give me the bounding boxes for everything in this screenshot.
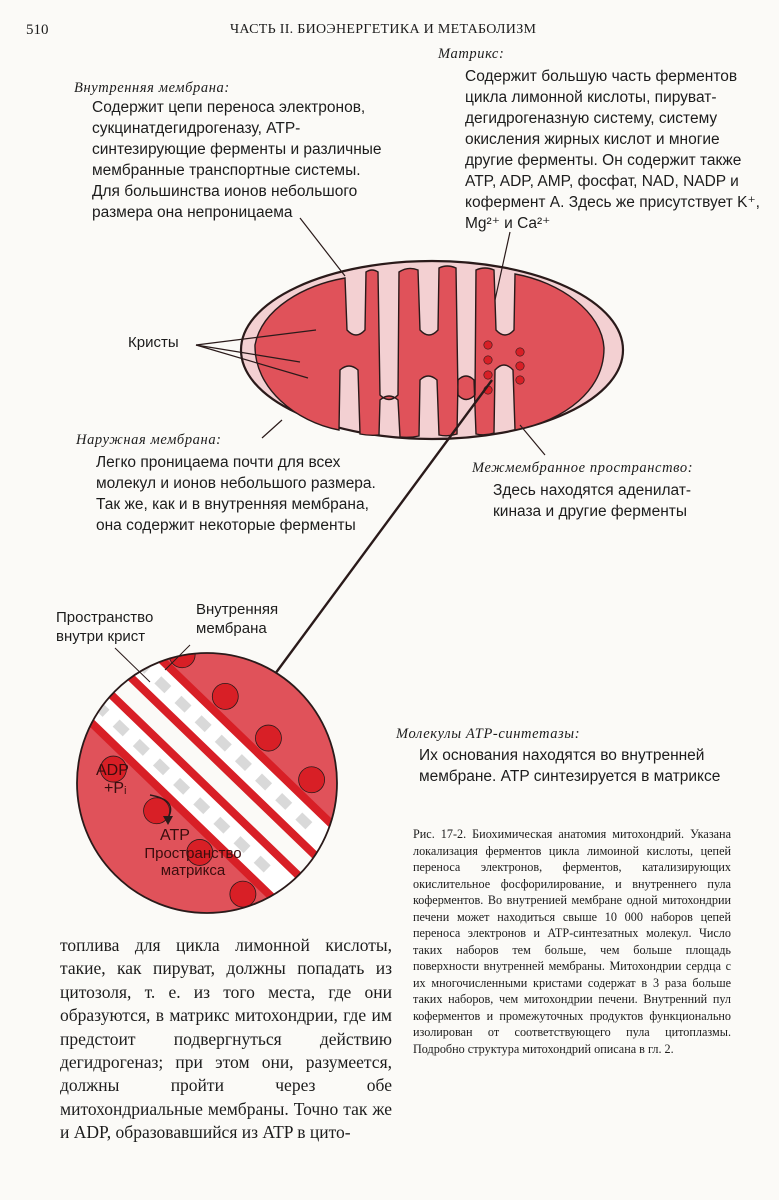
intermembrane-heading: Межмембранное пространство: bbox=[472, 460, 693, 477]
atp-label: ATP bbox=[160, 827, 190, 844]
matrix-space-label: Пространство матрикса bbox=[128, 845, 258, 879]
matrix-heading: Матрикс: bbox=[438, 46, 504, 63]
inner-membrane-heading: Внутренняя мембрана: bbox=[74, 80, 230, 97]
inner-membrane-text: Содержит цепи переноса электронов, сукци… bbox=[92, 97, 392, 223]
inner-membrane-label: Внутренняя мембрана bbox=[196, 600, 306, 638]
atp-synthase-heading: Молекулы ATP-синтетазы: bbox=[396, 726, 580, 743]
outer-membrane-text: Легко проницаема почти для всех молекул … bbox=[96, 452, 386, 536]
adp-label: ADP bbox=[96, 762, 129, 779]
body-text: топлива для цикла лимонной кислоты, таки… bbox=[60, 934, 392, 1145]
intermembrane-text: Здесь находятся аденилат-киназа и другие… bbox=[493, 480, 708, 522]
crista-space-label: Пространство внутри крист bbox=[56, 608, 166, 646]
pi-label: +Pᵢ bbox=[104, 780, 127, 797]
cristae-label: Кристы bbox=[128, 333, 179, 352]
matrix-text: Содержит большую часть ферментов цикла л… bbox=[465, 66, 765, 234]
atp-synthase-text: Их основания находятся во внутренней мем… bbox=[419, 745, 739, 787]
outer-membrane-heading: Наружная мембрана: bbox=[76, 432, 222, 449]
figure-caption: Рис. 17-2. Биохимическая анатомия митохо… bbox=[413, 826, 731, 1057]
